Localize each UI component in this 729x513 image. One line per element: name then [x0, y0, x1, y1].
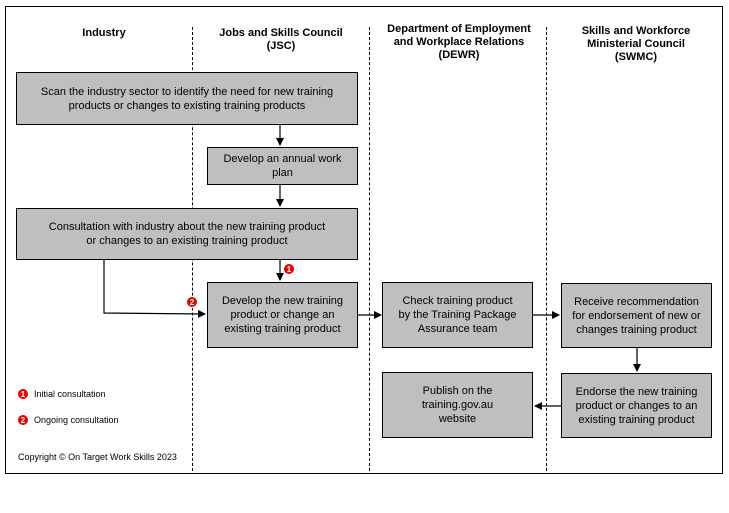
box-scan-industry: Scan the industry sector to identify the…	[16, 72, 358, 125]
connector-arrows	[103, 125, 641, 410]
lane-divider-3	[546, 27, 547, 471]
legend-label-initial: Initial consultation	[34, 389, 106, 399]
diagram-frame: Industry Jobs and Skills Council (JSC) D…	[5, 6, 723, 474]
arrow-ongoing-consultation	[103, 260, 206, 318]
box-industry-consultation: Consultation with industry about the new…	[16, 208, 358, 260]
box-develop-work-plan: Develop an annual work plan	[207, 147, 358, 185]
box-publish-training-gov: Publish on the training.gov.au website	[382, 372, 533, 438]
legend-badge-initial: 1	[17, 388, 29, 400]
badge-ongoing-consultation: 2	[186, 296, 198, 308]
badge-initial-consultation: 1	[283, 263, 295, 275]
lane-title-jsc: Jobs and Skills Council (JSC)	[219, 27, 343, 52]
box-develop-training-product: Develop the new training product or chan…	[207, 282, 358, 348]
lane-title-dewr: Department of Employment and Workplace R…	[387, 23, 531, 61]
copyright-notice: Copyright © On Target Work Skills 2023	[18, 452, 177, 462]
box-endorse-training-product: Endorse the new training product or chan…	[561, 373, 712, 438]
lane-title-swmc: Skills and Workforce Ministerial Council…	[581, 25, 691, 63]
lane-divider-2	[369, 27, 370, 471]
legend-label-ongoing: Ongoing consultation	[34, 415, 119, 425]
box-receive-recommendation: Receive recommendation for endorsement o…	[561, 283, 712, 348]
box-check-training-product: Check training product by the Training P…	[382, 282, 533, 348]
legend-badge-ongoing: 2	[17, 414, 29, 426]
lane-title-industry: Industry	[82, 27, 126, 39]
